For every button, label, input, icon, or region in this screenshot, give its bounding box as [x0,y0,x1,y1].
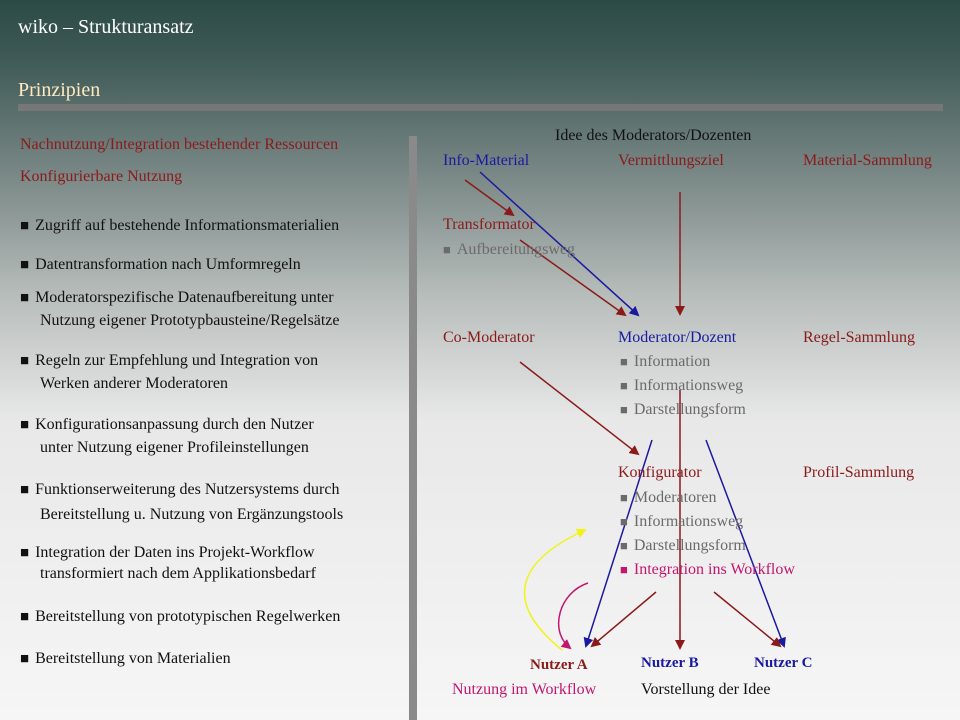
bullet-icon: ■ [20,218,30,234]
bullet-icon: ■ [20,482,30,498]
label-aufbereitungsweg-text: Aufbereitungsweg [456,241,576,258]
konfigurator-item-text: Moderatoren [633,489,717,506]
list-item-text: Zugriff auf bestehende Informationsmater… [35,217,340,234]
heading-konfigurierbar: Konfigurierbare Nutzung [20,168,183,185]
bullet-icon: ■ [620,538,628,553]
list-item-continuation: Bereitstellung u. Nutzung von Ergänzungs… [40,506,344,523]
label-nutzer-b: Nutzer B [641,655,699,671]
bullet-icon: ■ [620,354,628,369]
title-divider [18,104,943,111]
moderator-item: ■ Information [620,353,710,371]
konfigurator-item: ■ Moderatoren [620,489,717,507]
column-divider [409,136,417,720]
list-item-text: Regeln zur Empfehlung und Integration vo… [35,352,319,369]
heading-nachnutzung: Nachnutzung/Integration bestehender Ress… [20,136,339,153]
arrow-integration-to-nutzer-a [558,582,589,650]
bullet-icon: ■ [20,417,30,433]
bullet-icon: ■ [620,562,628,577]
moderator-item: ■ Darstellungsform [620,401,746,419]
integration-item-text: Integration ins Workflow [633,561,795,578]
moderator-item: ■ Informationsweg [620,377,743,395]
bullet-icon: ■ [20,609,30,625]
label-profil-sammlung: Profil-Sammlung [803,464,915,481]
arrow-transformator-to-moderator [519,239,627,317]
slide-title: wiko – Strukturansatz [18,16,194,38]
list-item-continuation: transformiert nach dem Applikationsbedar… [40,565,316,582]
list-item: ■ Funktionserweiterung des Nutzersystems … [20,481,339,499]
arrow-info-to-moderator [479,171,640,317]
konfigurator-item-integration: ■ Integration ins Workflow [620,561,795,579]
slide-subtitle: Prinzipien [18,79,101,101]
bullet-icon: ■ [20,353,30,369]
list-item-text: Bereitstellung von prototypischen Regelw… [35,608,341,625]
list-item: ■ Konfigurationsanpassung durch den Nutze… [20,416,314,434]
idea-title: Idee des Moderators/Dozenten [555,127,752,144]
list-item: ■ Integration der Daten ins Projekt-Workf… [20,544,315,562]
arrow-comoderator-to-konfigurator [519,361,640,456]
bullet-icon: ■ [620,514,628,529]
list-item: ■ Bereitstellung von Materialien [20,650,231,668]
label-vorstellung: Vorstellung der Idee [641,681,771,698]
bullet-icon: ■ [20,545,30,561]
konfigurator-item: ■ Informationsweg [620,513,743,531]
bullet-icon: ■ [20,257,30,273]
label-nutzer-c: Nutzer C [754,655,813,671]
list-item-text: Datentransformation nach Umformregeln [35,256,301,273]
list-item: ■ Bereitstellung von prototypischen Regel… [20,608,340,626]
label-vermittlungsziel: Vermittlungsziel [618,152,724,169]
bullet-icon: ■ [20,290,30,306]
list-item: ■ Zugriff auf bestehende Informationsmate… [20,217,339,235]
bullet-icon: ■ [620,402,628,417]
label-aufbereitungsweg: ■ Aufbereitungsweg [443,241,575,259]
list-item-text: Bereitstellung von Materialien [35,650,231,667]
moderator-item-text: Darstellungsform [633,401,746,418]
bullet-icon: ■ [20,651,30,667]
moderator-item-text: Information [633,353,711,370]
label-info-material: Info-Material [443,152,530,169]
konfigurator-item: ■ Darstellungsform [620,537,746,555]
label-nutzer-a: Nutzer A [530,657,588,673]
label-konfigurator: Konfigurator [618,464,702,481]
list-item: ■ Moderatorspezifische Datenaufbereitung … [20,289,334,307]
moderator-item-text: Informationsweg [633,377,744,394]
konfigurator-item-text: Darstellungsform [633,537,746,554]
list-item: ■ Datentransformation nach Umformregeln [20,256,301,274]
list-item: ■ Regeln zur Empfehlung und Integration v… [20,352,318,370]
bullet-icon: ■ [620,490,628,505]
label-transformator: Transformator [443,216,535,233]
list-item-continuation: Werken anderer Moderatoren [40,375,228,392]
arrow-konfigurator-to-nutzer-a [590,591,657,648]
list-item-text: Integration der Daten ins Projekt-Workfl… [35,544,315,561]
label-moderator-dozent: Moderator/Dozent [618,329,737,346]
arrow-info-to-transformator [464,179,515,217]
list-item-continuation: unter Nutzung eigener Profileinstellunge… [40,439,309,456]
arrow-nutzer-a-feedback [523,528,587,651]
bullet-icon: ■ [443,242,451,257]
list-item-text: Konfigurationsanpassung durch den Nutzer [35,416,314,433]
arrow-moderator-to-nutzer-a [583,439,653,648]
label-material-sammlung: Material-Sammlung [803,152,932,169]
list-item-text: Funktionserweiterung des Nutzersystems d… [35,481,340,498]
label-nutzung-workflow: Nutzung im Workflow [452,681,597,698]
arrow-konfigurator-to-nutzer-c [713,591,782,648]
list-item-text: Moderatorspezifische Datenaufbereitung u… [35,289,334,306]
list-item-continuation: Nutzung eigener Prototypbausteine/Regels… [40,312,340,329]
label-co-moderator: Co-Moderator [443,329,535,346]
label-regel-sammlung: Regel-Sammlung [803,329,915,346]
bullet-icon: ■ [620,378,628,393]
konfigurator-item-text: Informationsweg [633,513,744,530]
arrow-moderator-to-nutzer-c [705,439,786,648]
